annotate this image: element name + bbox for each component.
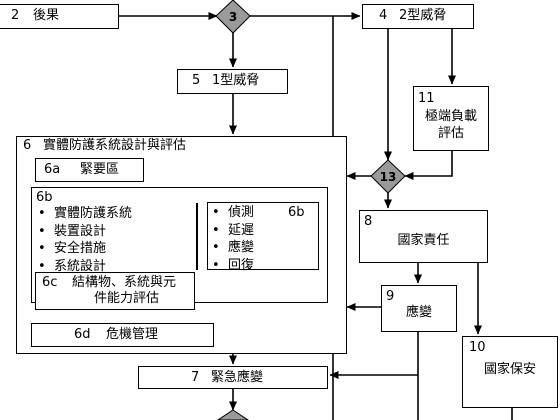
node-6-number: 6	[23, 138, 32, 153]
node-4-type2-threat: 4 2型威脅	[362, 4, 474, 29]
node-7-label: 緊急應變	[211, 370, 264, 385]
node-6b-right-item-3: 回復	[212, 257, 254, 275]
node-6b-divider	[196, 203, 198, 270]
node-6b-left-list: 實體防護系統裝置設計安全措施系統設計	[38, 205, 132, 275]
node-5-label: 1型威脅	[212, 73, 260, 88]
node-5-number: 5	[192, 73, 201, 88]
node-2-number: 2	[11, 8, 20, 23]
node-9-label: 應變	[405, 305, 432, 320]
node-6b-right-item-1: 延遲	[212, 222, 254, 240]
node-8-number: 8	[364, 214, 373, 229]
node-6c-label-line1: 結構物、系統與元	[72, 275, 177, 290]
node-6b-number: 6b	[36, 190, 53, 205]
node-6b-left-item-2: 安全措施	[38, 240, 132, 258]
node-4-label: 2型威脅	[399, 8, 447, 23]
node-9-response: 9 應變	[381, 285, 457, 332]
node-6b-right-item-0: 偵測	[212, 204, 254, 222]
node-6b-left-item-1: 裝置設計	[38, 223, 132, 241]
node-2-label: 後果	[33, 8, 60, 23]
diamond-3	[215, 0, 251, 34]
node-6d-number: 6d	[74, 327, 91, 342]
node-7-number: 7	[191, 370, 200, 385]
node-6a-vital-areas: 6a 緊要區	[35, 158, 144, 182]
node-8-label: 國家責任	[397, 233, 450, 248]
node-6c-label-line2: 件能力評估	[94, 291, 160, 306]
node-5-type1-threat: 5 1型威脅	[177, 69, 288, 94]
node-7-emergency-response: 7 緊急應變	[138, 366, 328, 389]
node-6b-left-item-3: 系統設計	[38, 258, 132, 276]
node-6-label: 實體防護系統設計與評估	[43, 138, 187, 153]
node-9-number: 9	[386, 289, 395, 304]
node-10-number: 10	[469, 340, 486, 355]
node-10-label: 國家保安	[483, 362, 536, 377]
node-6a-label: 緊要區	[80, 162, 120, 177]
diamond-13-number: 13	[380, 170, 397, 184]
diamond-3-number: 3	[229, 10, 237, 24]
node-4-number: 4	[379, 8, 388, 23]
node-10-national-security: 10 國家保安	[462, 336, 558, 408]
node-2-consequences: 2 後果	[0, 4, 119, 29]
node-11-extreme-load: 11 極端負載 評估	[413, 86, 489, 151]
node-6d-crisis-management: 6d 危機管理	[31, 323, 214, 347]
node-6c-ssc-capability: 6c 結構物、系統與元 件能力評估	[35, 272, 195, 310]
node-6b-right-item-2: 應變	[212, 239, 254, 257]
node-11-label-line1: 極端負載	[424, 109, 477, 124]
node-6d-label: 危機管理	[106, 327, 159, 342]
node-6a-number: 6a	[44, 162, 61, 177]
diamond-bottom	[217, 409, 249, 420]
node-6b-left-item-0: 實體防護系統	[38, 205, 132, 223]
node-8-state-responsibility: 8 國家責任	[359, 210, 488, 263]
node-11-label-line2: 評估	[437, 126, 464, 141]
node-11-number: 11	[418, 91, 435, 106]
diamond-13	[370, 159, 406, 194]
node-6b-right-number: 6b	[288, 205, 305, 220]
node-6c-number: 6c	[42, 275, 58, 290]
node-6b-right-list: 偵測延遲應變回復	[212, 204, 254, 274]
